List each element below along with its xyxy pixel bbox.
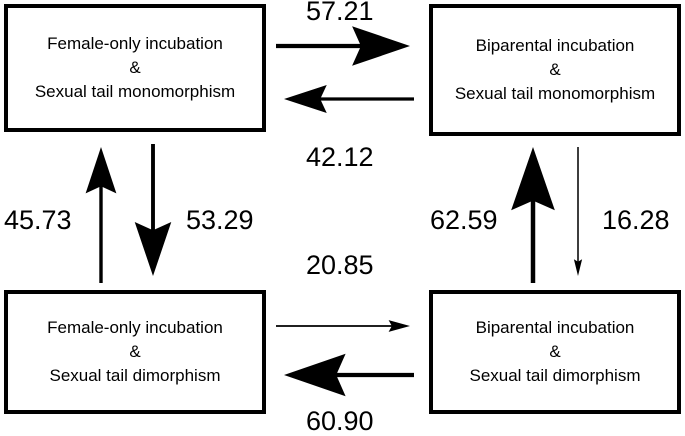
state-label-line2: & — [129, 58, 141, 77]
state-label-line2: & — [549, 60, 561, 79]
transition-arrow — [134, 144, 172, 276]
transition-arrow — [85, 147, 117, 283]
rate-label: 53.29 — [186, 205, 254, 235]
state-label-line3: Sexual tail dimorphism — [469, 366, 641, 385]
transition-arrow — [573, 147, 583, 276]
state-label-line1: Female-only incubation — [47, 318, 223, 337]
state-label-line1: Biparental incubation — [475, 318, 635, 337]
arrow-head — [573, 259, 583, 276]
rate-label: 45.73 — [4, 205, 72, 235]
state-label-line2: & — [129, 342, 141, 361]
state-label-line3: Sexual tail dimorphism — [49, 366, 221, 385]
state-box-biparental-dimorphism: Biparental incubation & Sexual tail dimo… — [429, 290, 681, 414]
state-label-line3: Sexual tail monomorphism — [454, 84, 656, 103]
arrow-head — [284, 84, 327, 114]
arrow-head — [85, 147, 117, 194]
rate-label: 62.59 — [430, 205, 498, 235]
state-label-line1: Female-only incubation — [47, 34, 223, 53]
state-box-biparental-monomorphism: Biparental incubation & Sexual tail mono… — [429, 4, 681, 136]
state-label-line1: Biparental incubation — [475, 36, 635, 55]
rate-label: 20.85 — [306, 250, 374, 280]
state-label-line3: Sexual tail monomorphism — [34, 82, 236, 101]
arrow-head — [352, 26, 410, 66]
rate-label: 42.12 — [306, 142, 374, 172]
rate-label: 57.21 — [306, 0, 374, 26]
transition-arrow — [284, 353, 414, 397]
arrow-head — [388, 320, 410, 332]
transition-arrow — [284, 84, 414, 114]
state-label-line2: & — [549, 342, 561, 361]
transition-arrow — [511, 147, 555, 283]
transition-arrow — [276, 320, 410, 332]
transition-arrow — [276, 26, 410, 66]
arrow-head — [511, 147, 555, 211]
rate-label: 60.90 — [306, 406, 374, 436]
arrow-head — [134, 222, 172, 276]
arrow-head — [284, 353, 346, 397]
rate-label: 16.28 — [602, 205, 670, 235]
state-box-female-only-dimorphism: Female-only incubation & Sexual tail dim… — [4, 290, 266, 414]
state-box-female-only-monomorphism: Female-only incubation & Sexual tail mon… — [4, 4, 266, 132]
